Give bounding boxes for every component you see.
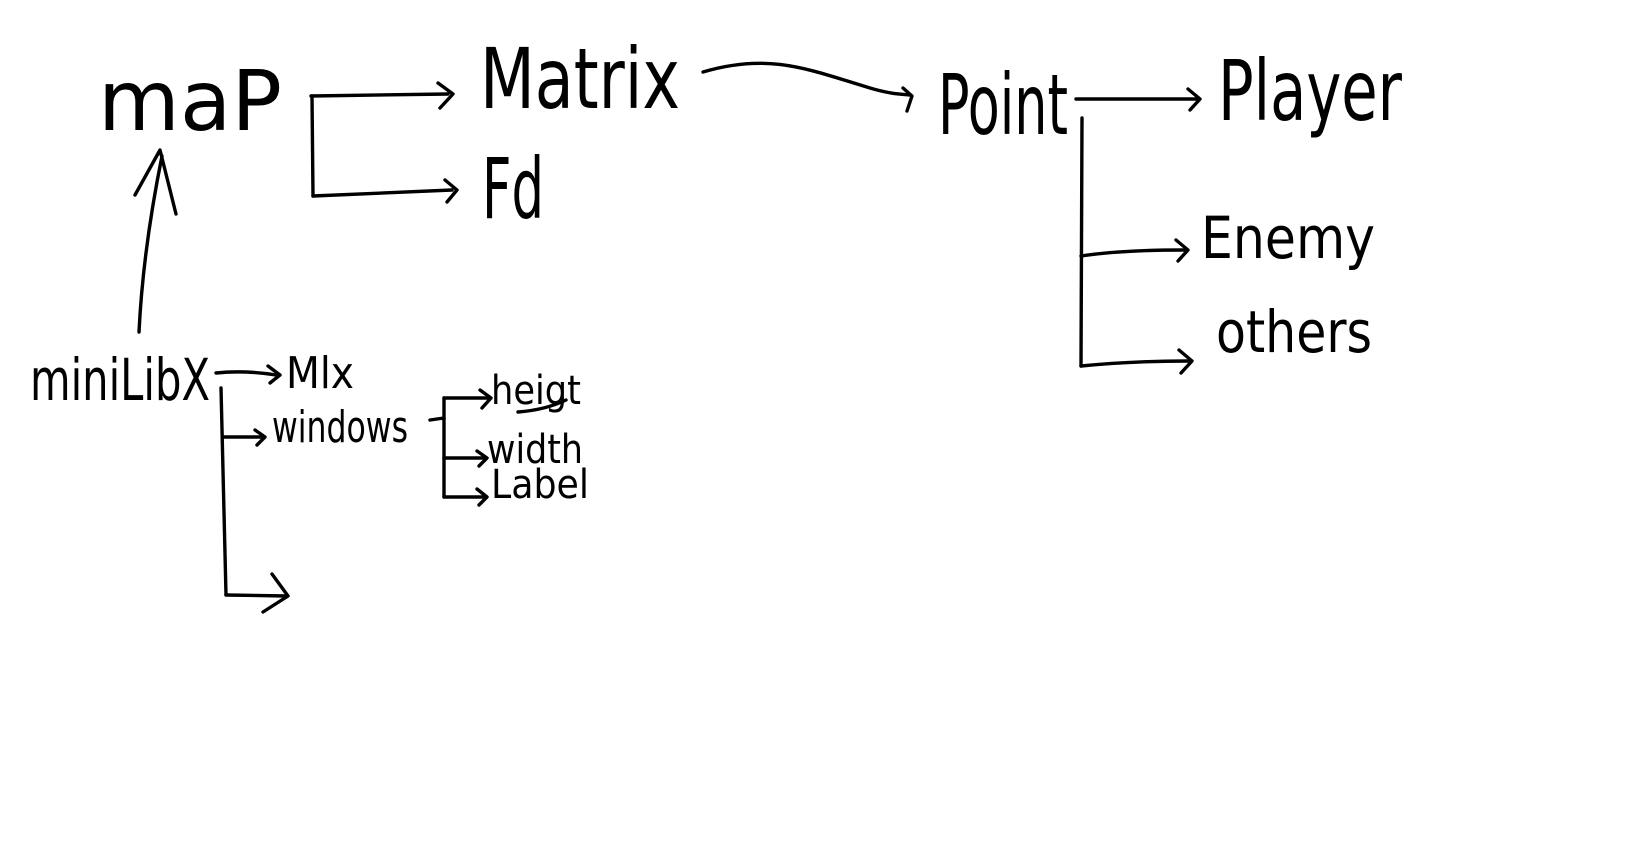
- arrow-map-to-fd: [311, 188, 454, 198]
- arrow-map-to-matrix: [309, 92, 450, 98]
- arrowhead-point: [901, 86, 914, 113]
- arrow-point-to-others: [1079, 359, 1190, 368]
- arrow-minilibx-to-map: [137, 154, 164, 334]
- arrowhead-fd: [443, 178, 459, 204]
- node-map: maP: [98, 52, 282, 150]
- node-fd: Fd: [482, 140, 544, 238]
- arrowhead-map: [133, 148, 178, 216]
- arrow-minilibx-empty-branch: [224, 593, 288, 598]
- arrowhead-width: [475, 449, 489, 468]
- arrowhead-label: [475, 487, 489, 507]
- arrowhead-enemy: [1174, 238, 1190, 263]
- arrow-minilibx-to-mlx: [214, 370, 278, 377]
- connector-map-bracket: [310, 94, 315, 198]
- node-label: Label: [491, 462, 589, 508]
- node-mlx: Mlx: [286, 348, 354, 399]
- arrowhead-mlx: [266, 364, 282, 385]
- node-height: heigt: [491, 368, 581, 414]
- node-player: Player: [1218, 42, 1402, 140]
- node-point: Point: [938, 56, 1068, 154]
- arrowhead-others: [1177, 348, 1194, 375]
- node-others: others: [1216, 298, 1372, 366]
- node-enemy: Enemy: [1201, 204, 1375, 272]
- arrowhead-height: [478, 388, 493, 410]
- node-width: width: [487, 427, 583, 473]
- connector-point-bracket: [1079, 116, 1084, 368]
- arrowhead-empty-branch: [261, 572, 290, 614]
- arrow-windows-to-bracket: [428, 416, 446, 422]
- arrow-point-to-enemy: [1079, 248, 1187, 258]
- underline-height: [516, 398, 568, 414]
- arrowhead-matrix: [436, 81, 455, 110]
- arrowhead-player: [1186, 87, 1202, 112]
- node-minilibx: miniLibX: [30, 346, 210, 414]
- connector-minilibx-bracket: [219, 386, 228, 597]
- arrowhead-windows: [253, 428, 267, 447]
- node-windows: windows: [272, 402, 408, 453]
- node-matrix: Matrix: [480, 30, 680, 128]
- arrow-matrix-to-point: [701, 61, 912, 97]
